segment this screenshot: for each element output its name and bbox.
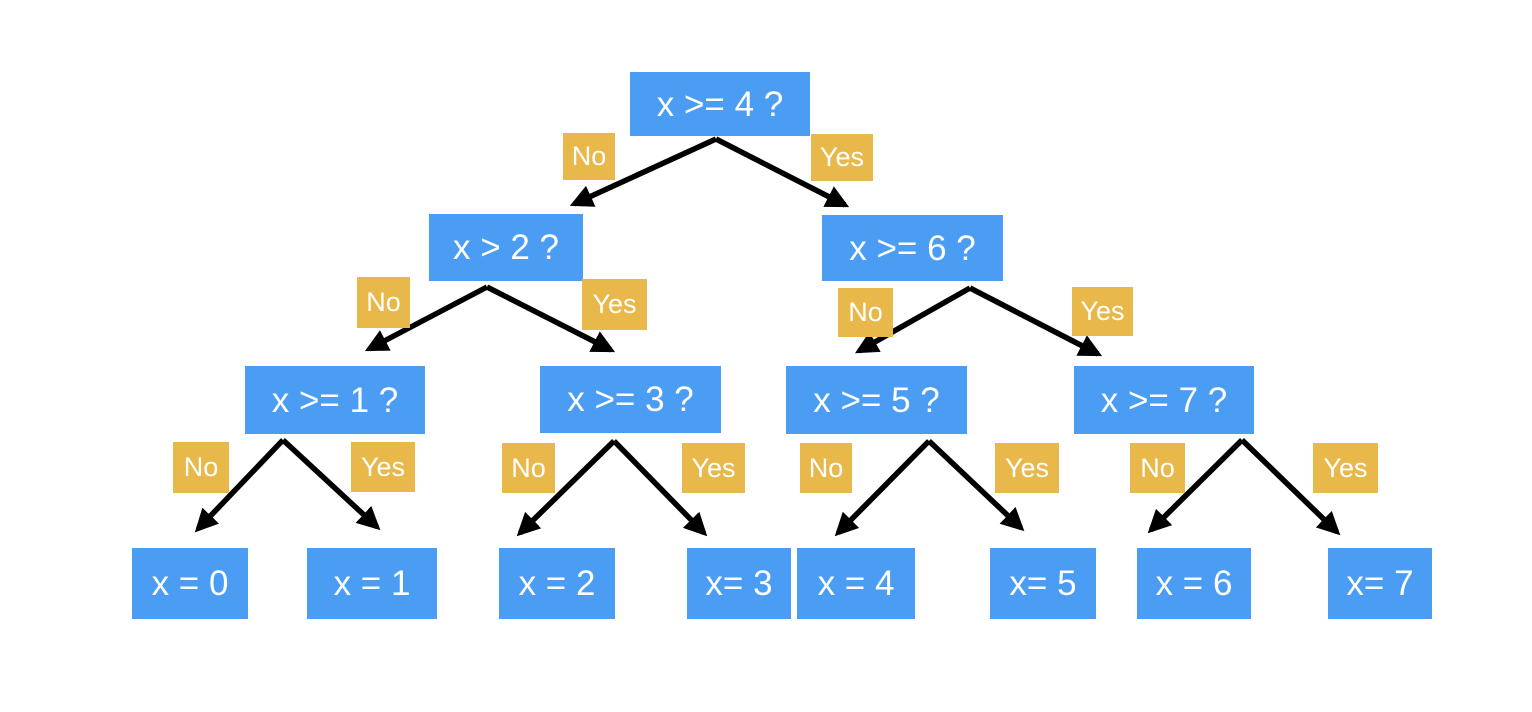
edge-label-no: No [1130, 443, 1185, 493]
edge-label-no: No [502, 443, 555, 493]
leaf-node-x-3: x= 3 [687, 548, 791, 619]
edge-label-yes: Yes [995, 443, 1059, 493]
decision-node-x-ge-4: x >= 4 ? [630, 72, 810, 136]
edge-label-no: No [563, 133, 615, 180]
edge-label-yes: Yes [682, 443, 745, 493]
edge-label-yes: Yes [811, 134, 873, 181]
edge-label-no: No [173, 442, 229, 493]
leaf-node-x-1: x = 1 [307, 548, 437, 619]
edge-label-no: No [838, 288, 893, 337]
leaf-node-x-0: x = 0 [132, 548, 248, 619]
leaf-node-x-4: x = 4 [797, 548, 915, 619]
edge-label-yes: Yes [1072, 287, 1133, 336]
decision-node-x-ge-7: x >= 7 ? [1074, 366, 1254, 434]
edge-label-yes: Yes [351, 442, 415, 492]
decision-node-x-ge-1: x >= 1 ? [245, 366, 425, 434]
decision-node-x-ge-6: x >= 6 ? [822, 215, 1003, 281]
decision-node-x-gt-2: x > 2 ? [429, 214, 583, 281]
edge-label-no: No [357, 277, 410, 328]
decision-node-x-ge-5: x >= 5 ? [786, 366, 967, 434]
leaf-node-x-7: x= 7 [1328, 548, 1432, 619]
edge-label-yes: Yes [582, 279, 647, 330]
leaf-node-x-5: x= 5 [990, 548, 1096, 619]
leaf-node-x-2: x = 2 [499, 548, 615, 619]
decision-node-x-ge-3: x >= 3 ? [540, 366, 721, 433]
edge-label-no: No [800, 443, 852, 493]
edge-label-yes: Yes [1313, 443, 1378, 493]
leaf-node-x-6: x = 6 [1137, 548, 1251, 619]
